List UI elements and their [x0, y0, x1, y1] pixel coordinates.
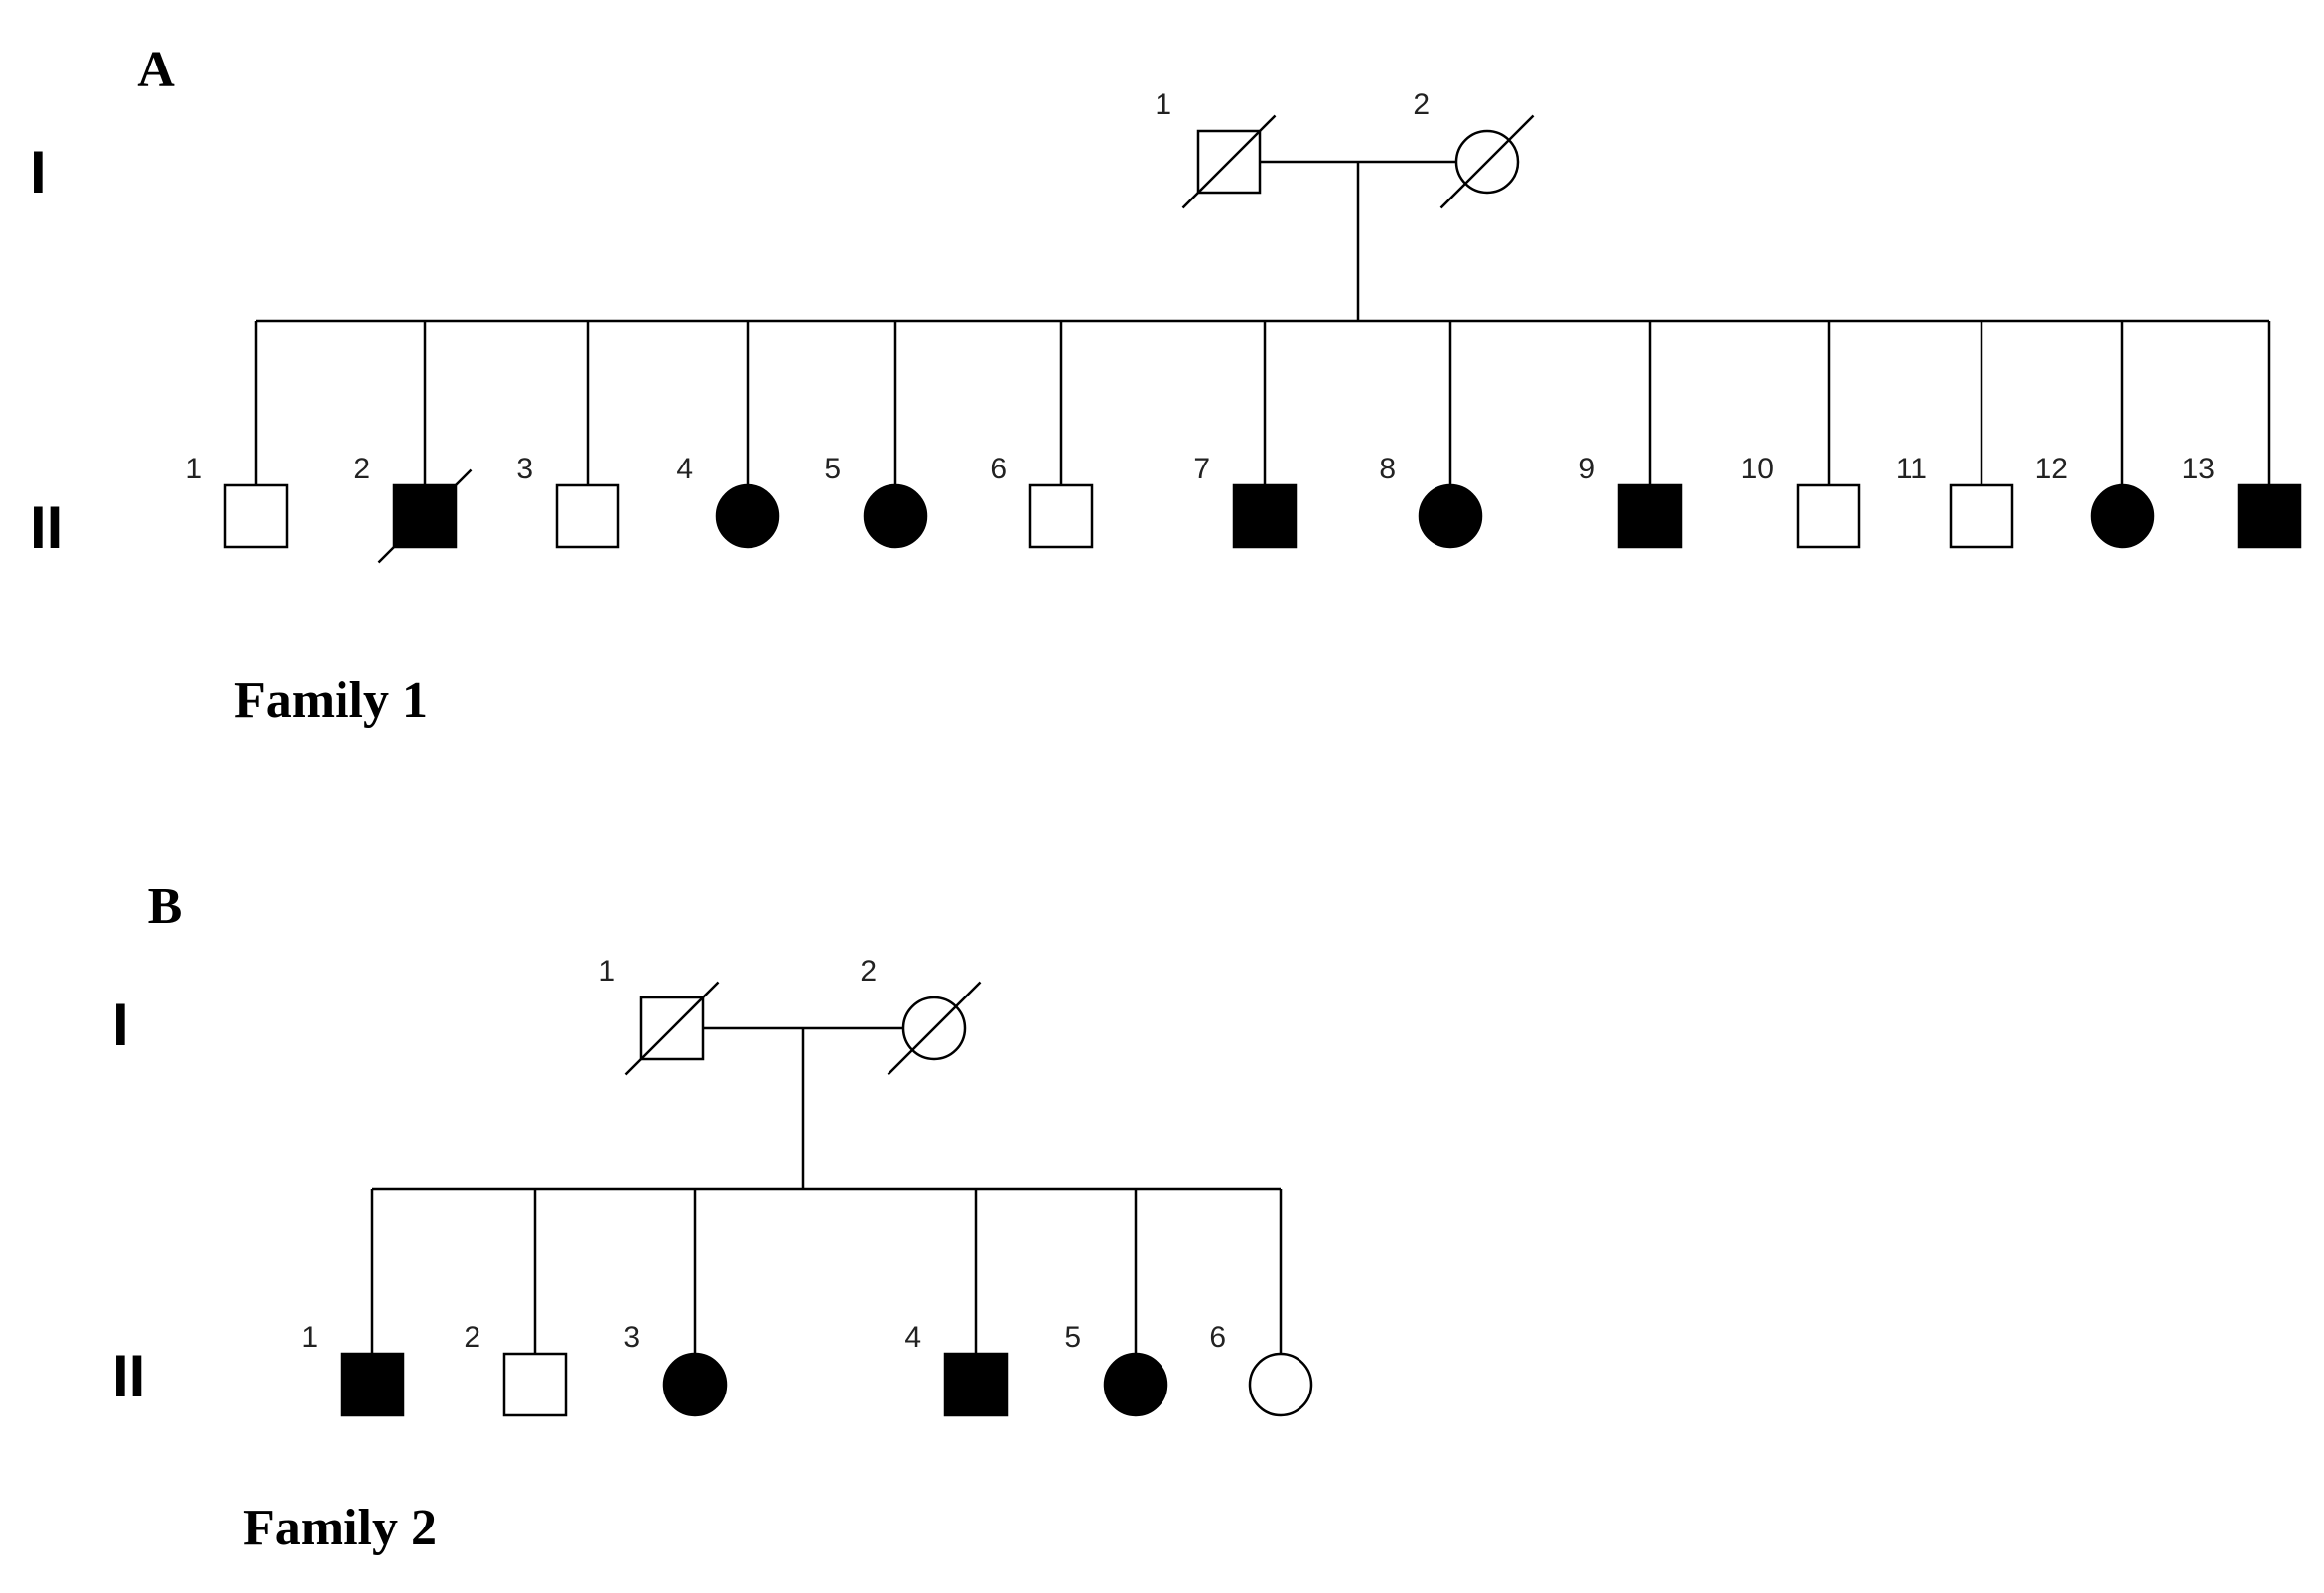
generation-label: I [112, 992, 129, 1058]
individual-number: 13 [2182, 453, 2215, 485]
panel-label: B [148, 878, 183, 935]
female-individual-6 [1248, 1352, 1313, 1417]
individual-number: 1 [598, 955, 615, 988]
individual-number: 5 [1064, 1321, 1081, 1354]
male-individual-11 [1949, 483, 2014, 549]
male-individual-3 [555, 483, 620, 549]
family-title: Family 1 [234, 672, 428, 729]
individual-number: 2 [464, 1321, 480, 1354]
male-individual-9 [1617, 483, 1683, 549]
deceased-slash [624, 981, 720, 1076]
individual-number: 1 [185, 453, 202, 485]
generation-label: II [112, 1343, 145, 1409]
individual-number: 1 [1155, 88, 1171, 121]
individual-number: 6 [990, 453, 1007, 485]
deceased-slash [1181, 114, 1277, 209]
individual-number: 6 [1209, 1321, 1226, 1354]
deceased-slash [887, 981, 982, 1076]
female-individual-5 [1103, 1352, 1168, 1417]
female-individual-3 [662, 1352, 728, 1417]
panel-label: A [137, 42, 175, 98]
individual-number: 11 [1896, 453, 1927, 485]
male-individual-1 [223, 483, 289, 549]
generation-label: II [30, 494, 63, 561]
individual-number: 8 [1379, 453, 1396, 485]
individual-number: 5 [824, 453, 841, 485]
male-individual-10 [1796, 483, 1861, 549]
individual-number: 1 [301, 1321, 318, 1354]
individual-number: 4 [904, 1321, 921, 1354]
female-individual-5 [863, 483, 928, 549]
individual-number: 4 [676, 453, 693, 485]
female-individual-8 [1418, 483, 1483, 549]
individual-number: 2 [1413, 88, 1430, 121]
pedigree-family-2 [340, 981, 1313, 1417]
individual-number: 9 [1578, 453, 1595, 485]
female-individual-12 [2090, 483, 2155, 549]
individual-number: 3 [623, 1321, 640, 1354]
individual-number: 10 [1741, 453, 1774, 485]
male-individual-2 [502, 1352, 568, 1417]
male-individual-7 [1232, 483, 1298, 549]
generation-label: I [30, 139, 47, 205]
pedigree-family-1 [223, 114, 2302, 564]
female-individual-4 [715, 483, 780, 549]
male-individual-1 [340, 1352, 405, 1417]
family-title: Family 2 [243, 1500, 437, 1556]
deceased-slash [1439, 114, 1535, 209]
individual-number: 7 [1193, 453, 1210, 485]
male-individual-4 [943, 1352, 1009, 1417]
deceased-slash [377, 468, 473, 564]
individual-number: 2 [860, 955, 877, 988]
male-individual-6 [1028, 483, 1094, 549]
male-individual-13 [2237, 483, 2302, 549]
individual-number: 12 [2035, 453, 2068, 485]
individual-number: 3 [516, 453, 533, 485]
individual-number: 2 [353, 453, 370, 485]
